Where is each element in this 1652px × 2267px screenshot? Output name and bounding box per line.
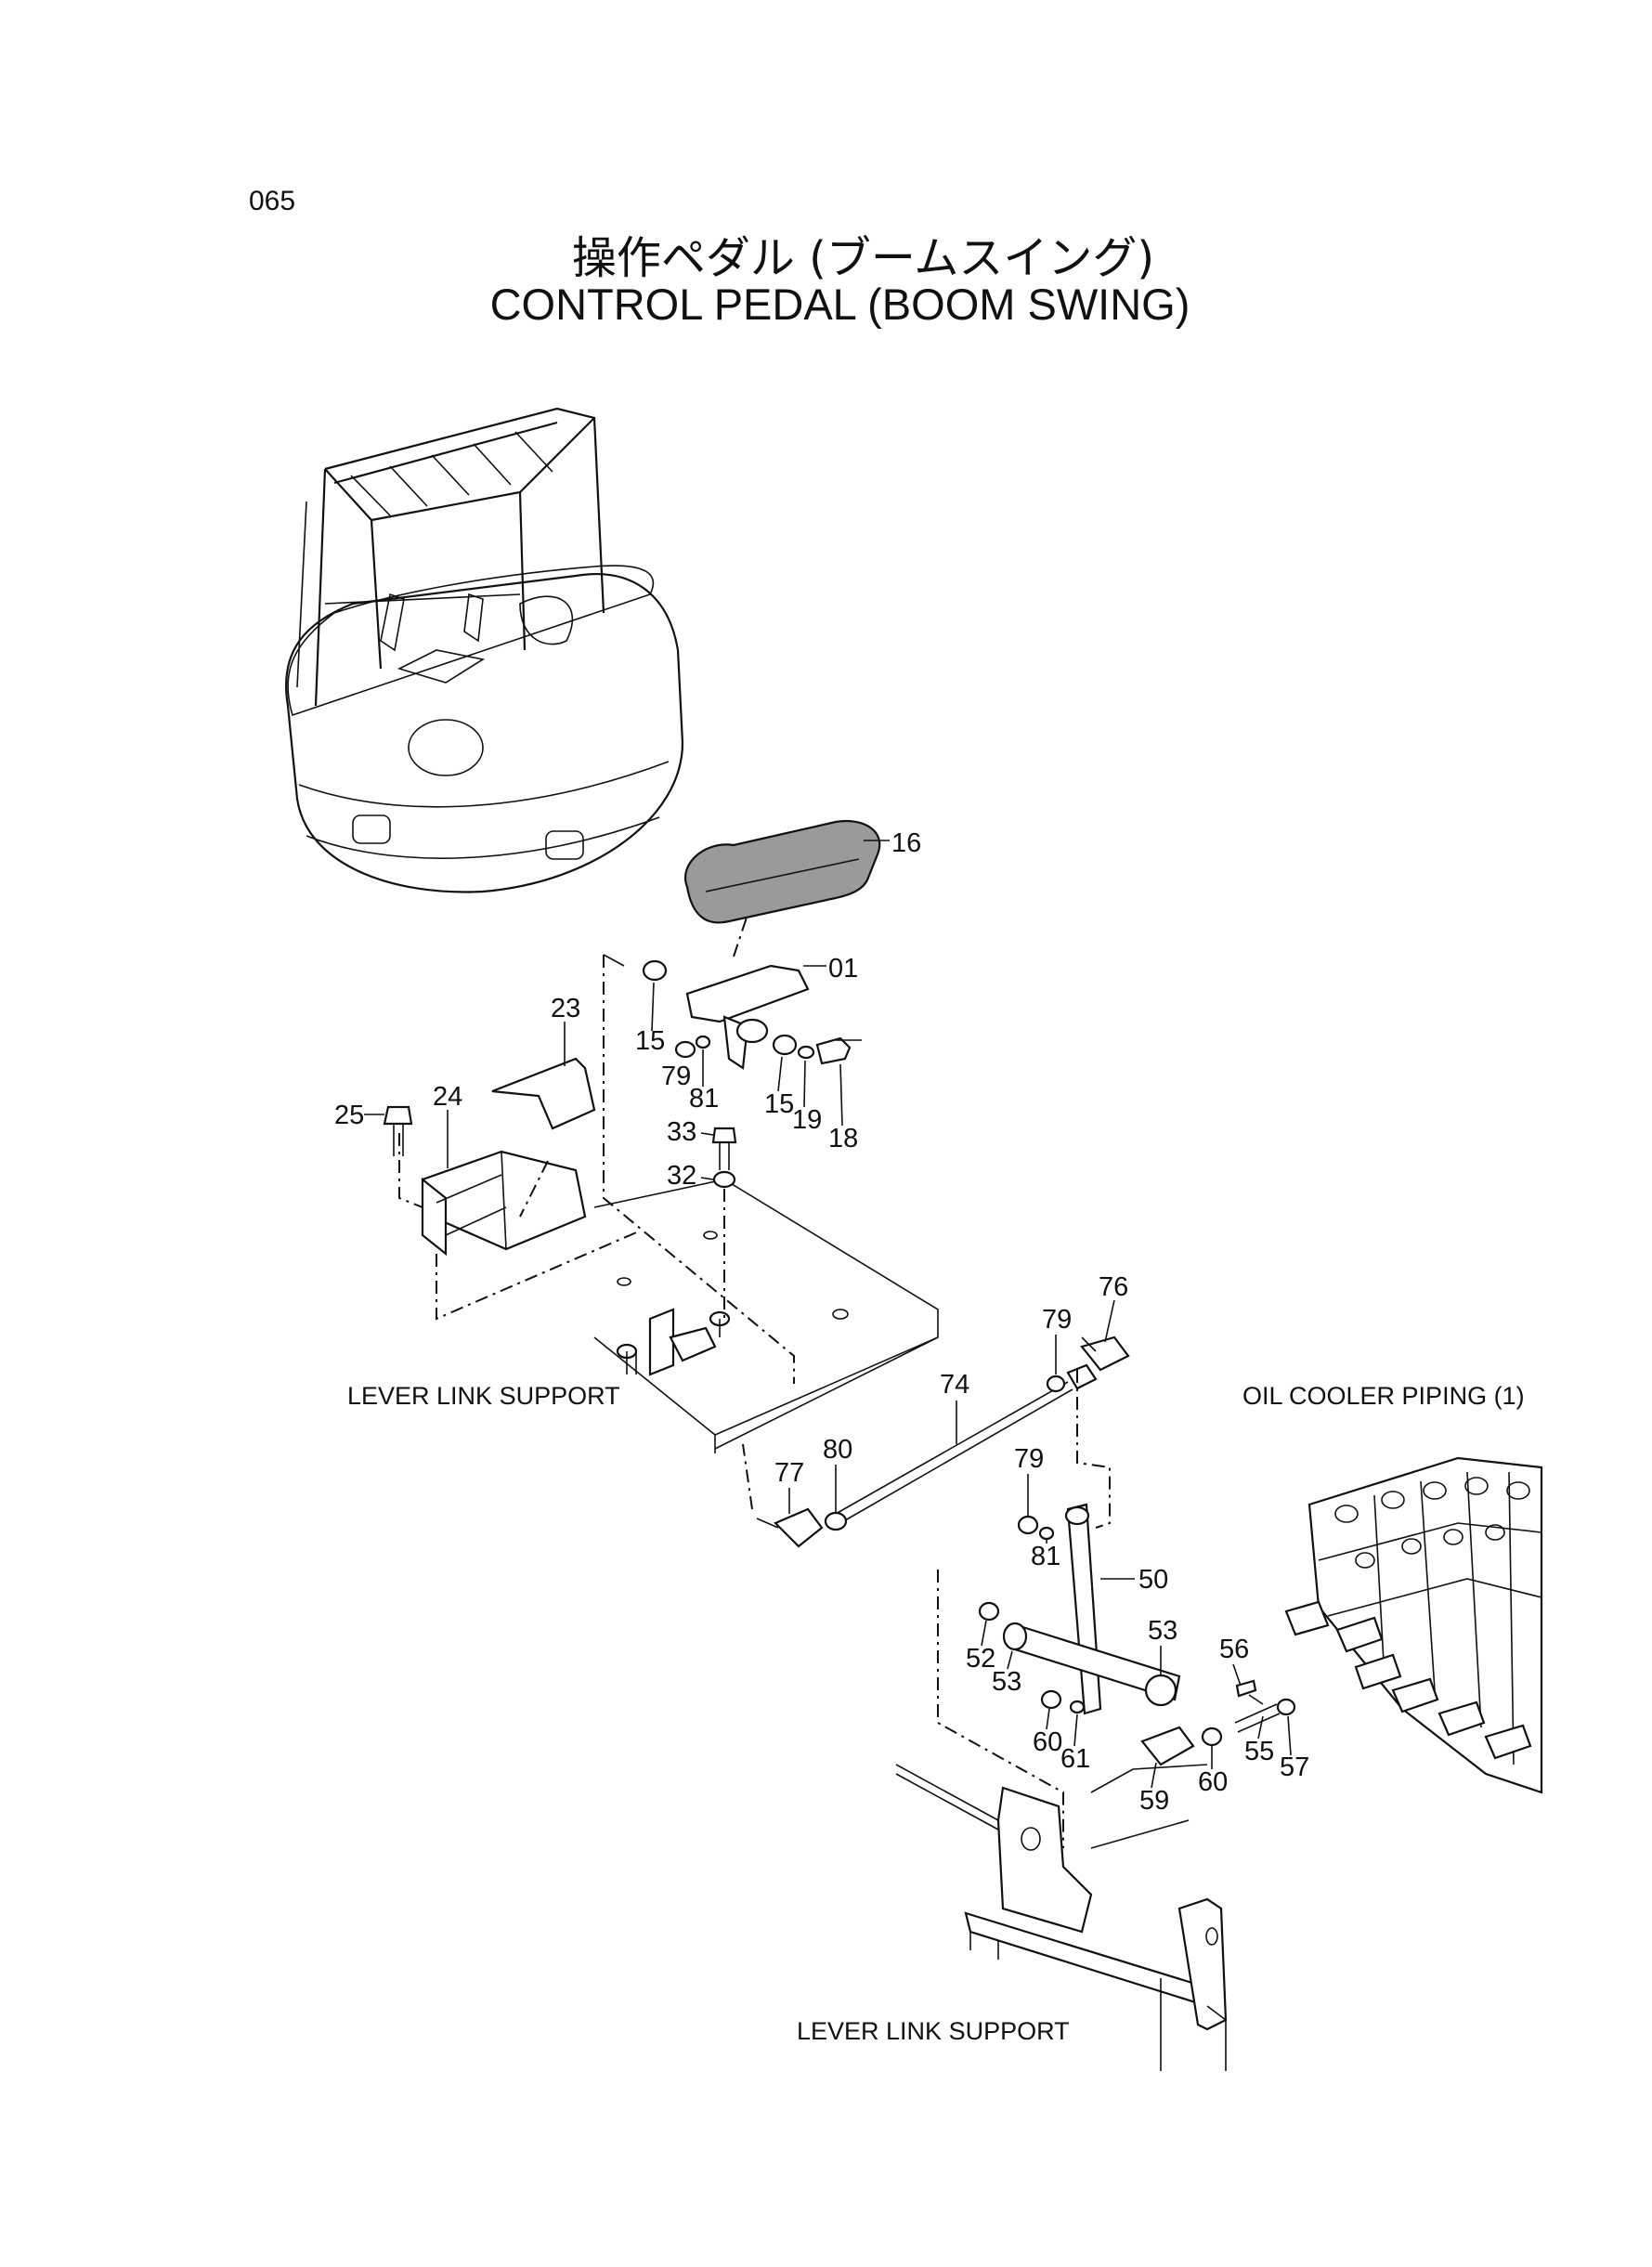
callout-55: 55 <box>1244 1737 1274 1766</box>
callout-23: 23 <box>551 994 580 1023</box>
pedal-base-plate <box>593 1179 939 1453</box>
callout-60b: 60 <box>1198 1767 1228 1797</box>
callout-60a: 60 <box>1033 1727 1062 1757</box>
control-valve <box>1284 1456 1543 1794</box>
callout-50: 50 <box>1138 1565 1168 1595</box>
ref-lever-link-support-lower: LEVER LINK SUPPORT <box>797 2017 1070 2045</box>
callout-74: 74 <box>940 1370 969 1400</box>
callout-24: 24 <box>433 1082 462 1112</box>
callout-81b: 81 <box>1031 1542 1060 1571</box>
callout-79a: 79 <box>661 1062 691 1091</box>
callout-25: 25 <box>334 1101 364 1130</box>
callout-32: 32 <box>667 1161 696 1191</box>
callout-33: 33 <box>667 1117 696 1147</box>
lever-assembly <box>978 1503 1296 1766</box>
title-japanese: 操作ペダル (ブームスイング) <box>571 232 1155 284</box>
callout-79b: 79 <box>1042 1305 1072 1335</box>
callout-59: 59 <box>1139 1786 1169 1816</box>
callout-56: 56 <box>1219 1635 1249 1664</box>
callout-77: 77 <box>774 1458 804 1488</box>
page-number: 065 <box>249 186 296 216</box>
callout-19: 19 <box>792 1105 822 1135</box>
callout-57: 57 <box>1280 1752 1309 1782</box>
callout-15a: 15 <box>635 1026 665 1056</box>
ref-lever-link-support-upper: LEVER LINK SUPPORT <box>347 1382 620 1410</box>
callout-53a: 53 <box>992 1667 1021 1697</box>
callout-76: 76 <box>1099 1272 1128 1302</box>
callout-53b: 53 <box>1148 1616 1177 1646</box>
callout-79c: 79 <box>1014 1444 1044 1474</box>
lever-link-support-bracket <box>895 1570 1228 2071</box>
excavator-overview <box>285 407 684 893</box>
pedal-plate <box>642 959 810 1070</box>
title-english: CONTROL PEDAL (BOOM SWING) <box>489 280 1190 329</box>
bolts-upper <box>383 1035 862 1319</box>
pedal-pad <box>684 819 881 924</box>
callout-16: 16 <box>891 828 921 858</box>
linkage-rod <box>756 1335 1130 1548</box>
callout-80: 80 <box>823 1435 852 1465</box>
pedal-cover <box>421 1057 596 1257</box>
callout-52: 52 <box>966 1644 995 1674</box>
ref-oil-cooler-piping: OIL COOLER PIPING (1) <box>1242 1382 1525 1410</box>
callout-81a: 81 <box>689 1084 719 1114</box>
callout-01: 01 <box>828 954 858 984</box>
callouts: 16 01 23 15 79 81 15 19 18 25 24 33 32 7… <box>334 828 1309 1816</box>
callout-18: 18 <box>828 1124 858 1153</box>
callout-15b: 15 <box>764 1089 794 1119</box>
callout-61: 61 <box>1060 1744 1090 1774</box>
